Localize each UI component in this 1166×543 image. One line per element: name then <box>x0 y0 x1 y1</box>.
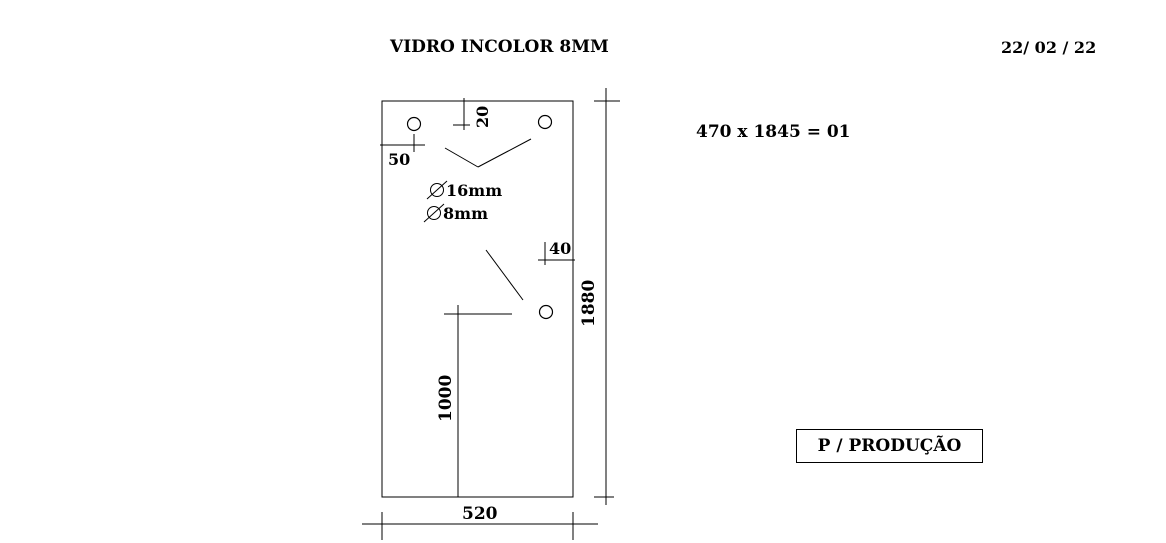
production-stamp: P / PRODUÇÃO <box>796 429 983 463</box>
hole-top-right <box>537 114 553 130</box>
svg-text:1880: 1880 <box>579 280 599 327</box>
svg-text:20: 20 <box>473 106 492 128</box>
leader-line <box>485 249 524 301</box>
glass-outline <box>381 100 574 498</box>
leader-line <box>477 138 532 168</box>
svg-text:1000: 1000 <box>436 375 456 422</box>
dim-height: 1880 <box>579 88 620 505</box>
svg-text:16mm: 16mm <box>446 181 502 200</box>
svg-text:50: 50 <box>388 150 410 169</box>
dim-left-offset: 50 <box>380 134 425 169</box>
title: VIDRO INCOLOR 8MM <box>389 37 609 57</box>
diameter-8-label: 8mm <box>423 203 488 223</box>
piece-spec: 470 x 1845 = 01 <box>696 122 851 142</box>
dim-top-offset: 20 <box>453 98 492 130</box>
diameter-16-label: 16mm <box>426 180 502 200</box>
production-stamp-text: P / PRODUÇÃO <box>817 436 962 456</box>
hole-top-left <box>406 116 422 132</box>
svg-text:520: 520 <box>462 504 498 524</box>
hole-lower-right <box>538 304 554 320</box>
dim-width: 520 <box>362 504 598 540</box>
dim-lower-hole-height: 1000 <box>436 305 512 497</box>
date: 22/ 02 / 22 <box>1001 38 1096 57</box>
dim-right-offset: 40 <box>538 239 575 265</box>
svg-text:8mm: 8mm <box>443 204 488 223</box>
leader-line <box>444 147 479 168</box>
svg-text:40: 40 <box>549 239 571 258</box>
